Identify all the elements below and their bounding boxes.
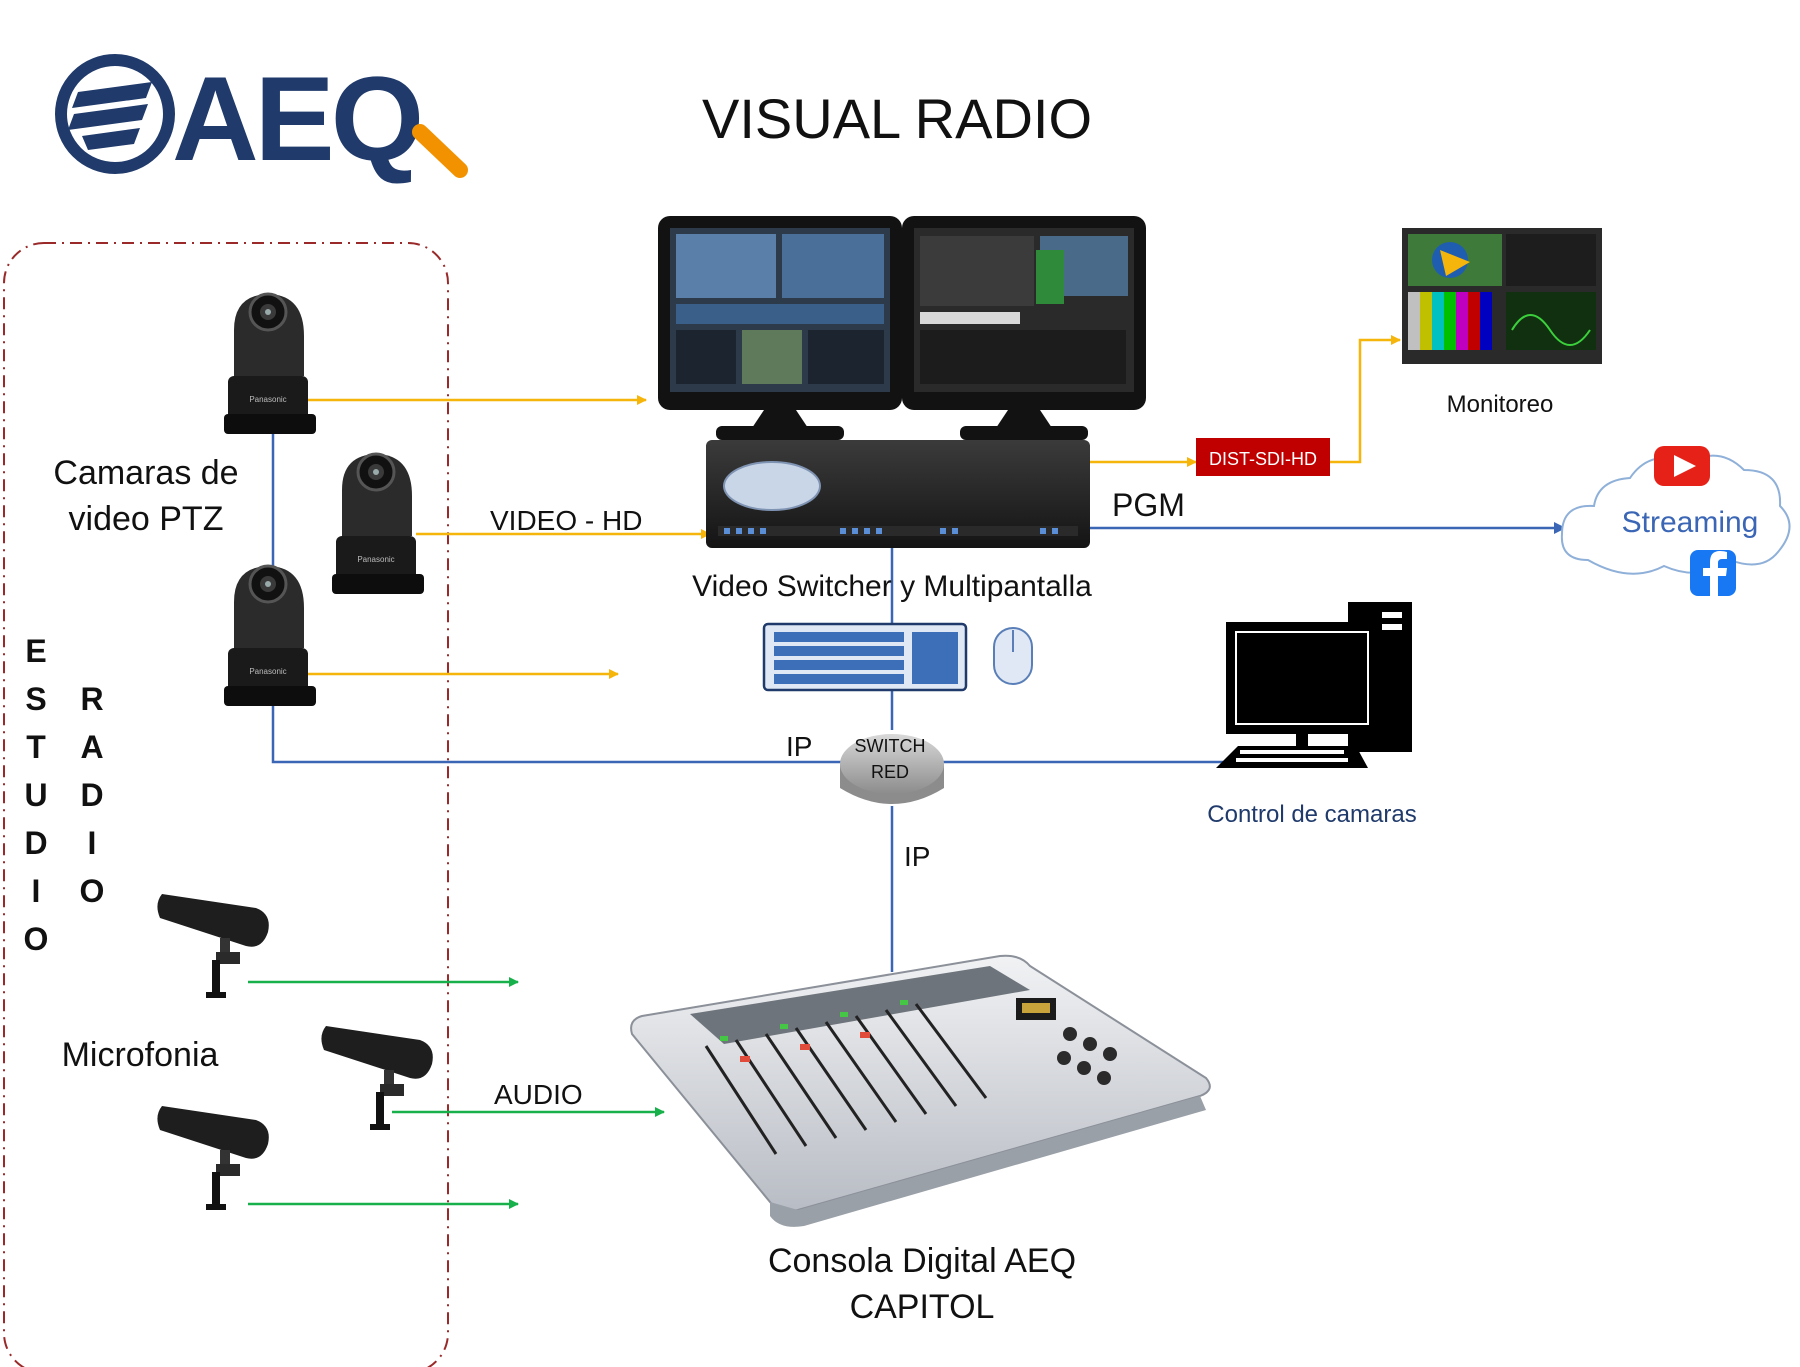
ip-left-label: IP — [786, 731, 812, 762]
switcher-monitors — [658, 216, 1146, 440]
ptz-camera: Panasonic — [224, 564, 316, 706]
studio-letter: I — [32, 873, 41, 909]
color-bars — [1408, 292, 1492, 350]
aeq-logo-emblem-bars — [68, 82, 152, 150]
radio-letter: O — [80, 873, 105, 909]
aeq-logo-q-tail — [412, 124, 468, 178]
camera-brand: Panasonic — [249, 395, 286, 404]
ptz-camera: Panasonic — [332, 452, 424, 594]
camera-brand: Panasonic — [249, 667, 286, 676]
audio-label: AUDIO — [494, 1079, 583, 1110]
camera-brand: Panasonic — [357, 555, 394, 564]
radio-letter: A — [80, 729, 103, 765]
facebook-icon — [1690, 550, 1736, 596]
studio-boundary — [3, 242, 449, 1367]
radio-letter: R — [80, 681, 103, 717]
cameras-label-line1: Camaras de — [53, 454, 238, 492]
video-link-monitor — [1330, 335, 1401, 464]
youtube-icon — [1654, 446, 1710, 486]
switcher-label: Video Switcher y Multipantalla — [692, 570, 1092, 603]
aeq-logo-emblem — [55, 54, 175, 174]
radio-letter: D — [80, 777, 103, 813]
monitor-label: Monitoreo — [1447, 391, 1554, 418]
microphone — [157, 1106, 269, 1210]
cameras-label-line2: video PTZ — [69, 500, 224, 538]
studio-vertical-label: E S T U D I O R A D I O — [24, 633, 105, 957]
pgm-label: PGM — [1112, 487, 1185, 523]
studio-letter: U — [24, 777, 47, 813]
aeq-logo-text: AEQ — [172, 52, 420, 186]
microphone — [321, 1026, 433, 1130]
keyboard-icon — [762, 622, 968, 692]
studio-letter: S — [25, 681, 46, 717]
switcher-badge — [723, 461, 821, 511]
ip-links — [271, 420, 1566, 972]
multiviewer-monitor — [1402, 228, 1602, 364]
audio-console — [630, 954, 1211, 1227]
aeq-logo: AEQ — [55, 52, 468, 186]
video-hd-label: VIDEO - HD — [490, 505, 642, 536]
radio-letter: I — [88, 825, 97, 861]
ip-link-cameras — [271, 420, 846, 764]
console-label-line1: Consola Digital AEQ — [768, 1242, 1076, 1280]
network-switch: SWITCH RED — [840, 734, 944, 804]
page-title: VISUAL RADIO — [702, 87, 1092, 150]
console-label-line2: CAPITOL — [850, 1288, 995, 1326]
video-links — [308, 335, 1401, 679]
mouse-icon — [993, 627, 1033, 685]
network-switch-line2: RED — [871, 762, 909, 782]
dist-label: DIST-SDI-HD — [1209, 449, 1317, 469]
studio-letter: D — [24, 825, 47, 861]
streaming-label: Streaming — [1622, 506, 1759, 539]
ptz-camera: Panasonic — [224, 292, 316, 434]
studio-letter: O — [24, 921, 49, 957]
computer-icon — [1216, 602, 1412, 768]
studio-letter: E — [25, 633, 46, 669]
audio-links — [248, 977, 665, 1209]
video-switcher-unit — [706, 440, 1090, 548]
camera-control-label: Control de camaras — [1207, 801, 1416, 828]
dist-box — [1196, 438, 1330, 476]
network-switch-line1: SWITCH — [855, 736, 926, 756]
mics-label: Microfonia — [62, 1036, 219, 1074]
microphone — [157, 894, 269, 998]
studio-letter: T — [26, 729, 46, 765]
ip-down-label: IP — [904, 841, 930, 872]
